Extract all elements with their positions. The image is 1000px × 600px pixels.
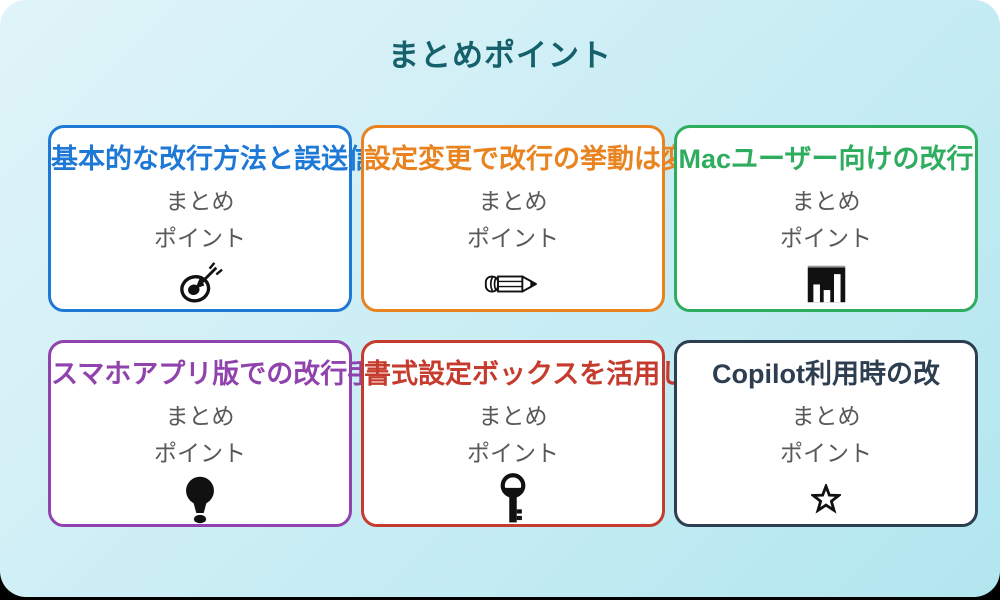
card-subtitle-line2: ポイント [780,225,872,251]
card-title: スマホアプリ版での改行手 [51,359,375,389]
card-subtitle-line2: ポイント [154,440,246,466]
page-title: まとめポイント [388,38,612,73]
card-subtitle-line2: ポイント [467,225,559,251]
star-icon [811,473,841,524]
summary-card-grid: 基本的な改行方法と誤送信 まとめ ポイント [48,125,978,527]
summary-card-smartphone-app: スマホアプリ版での改行手 まとめ ポイント [48,340,375,527]
card-title: Copilot利用時の改 [712,359,940,389]
card-title: Macユーザー向けの改行 [678,144,974,174]
pencil-icon [482,258,544,309]
card-subtitle: まとめ ポイント [780,398,872,472]
summary-card-basic-linebreak: 基本的な改行方法と誤送信 まとめ ポイント [48,125,375,312]
bar-chart-icon [804,258,849,309]
target-dart-icon [177,258,223,309]
card-subtitle: まとめ ポイント [154,183,246,257]
card-subtitle: まとめ ポイント [467,183,559,257]
card-title: 書式設定ボックスを活用し [364,359,688,389]
summary-card-copilot: Copilot利用時の改 まとめ ポイント [674,340,978,527]
card-subtitle-line2: ポイント [780,440,872,466]
card-subtitle-line2: ポイント [467,440,559,466]
card-subtitle: まとめ ポイント [154,398,246,472]
summary-card-settings-change: 設定変更で改行の挙動は変 まとめ ポイント [361,125,688,312]
card-title: 基本的な改行方法と誤送信 [51,144,375,174]
card-subtitle-line1: まとめ [478,188,548,214]
summary-card-mac-users: Macユーザー向けの改行 まとめ ポイント [674,125,978,312]
summary-card-format-box: 書式設定ボックスを活用し まとめ ポイント [361,340,688,527]
card-subtitle-line1: まとめ [165,403,235,429]
card-title: 設定変更で改行の挙動は変 [364,144,688,174]
lightbulb-icon [181,473,219,527]
card-subtitle-line1: まとめ [791,188,861,214]
card-subtitle-line2: ポイント [154,225,246,251]
card-subtitle-line1: まとめ [165,188,235,214]
key-icon [495,473,531,527]
card-subtitle-line1: まとめ [791,403,861,429]
card-subtitle: まとめ ポイント [467,398,559,472]
card-subtitle-line1: まとめ [478,403,548,429]
card-subtitle: まとめ ポイント [780,183,872,257]
